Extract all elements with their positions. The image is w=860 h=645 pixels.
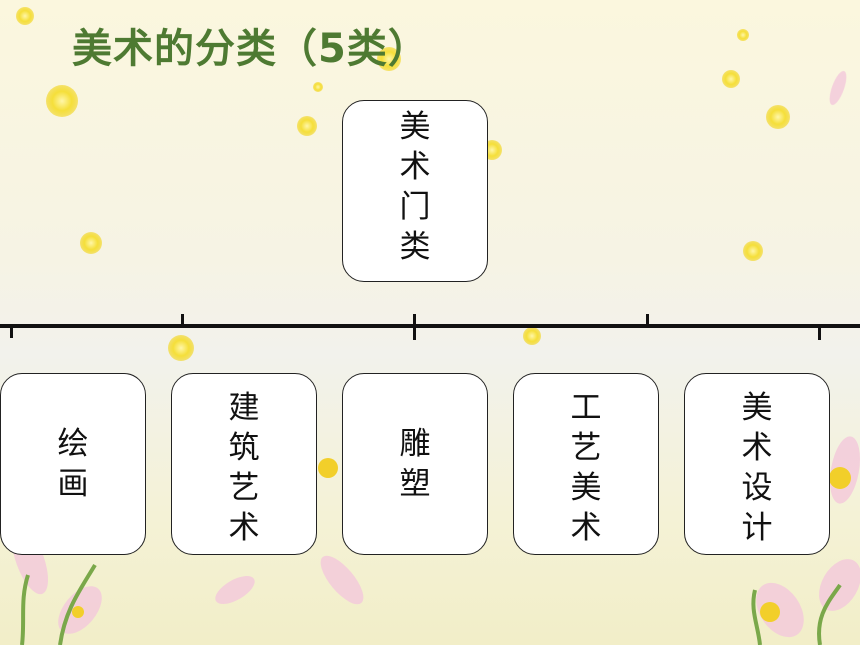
connector-tick — [818, 326, 821, 340]
connector-tick — [413, 326, 416, 340]
connector-tick — [10, 324, 13, 338]
root-node-label: 美术门类 — [399, 109, 431, 265]
category-box-crafts: 工艺美术 — [513, 373, 659, 555]
category-label: 雕塑 — [399, 426, 431, 502]
yellow-flower-icon — [16, 7, 790, 361]
category-box-sculpture: 雕塑 — [342, 373, 488, 555]
page-title: 美术的分类（5类） — [72, 26, 429, 72]
category-label: 美术设计 — [741, 390, 773, 546]
category-label: 绘画 — [57, 426, 89, 502]
category-label: 建筑艺术 — [228, 390, 260, 546]
category-label: 工艺美术 — [570, 390, 602, 546]
category-box-architecture: 建筑艺术 — [171, 373, 317, 555]
flower-center-icon — [72, 458, 851, 622]
connector-tick — [413, 314, 416, 328]
root-node-box: 美术门类 — [342, 100, 488, 282]
connector-tick — [181, 314, 184, 328]
category-box-design: 美术设计 — [684, 373, 830, 555]
category-box-painting: 绘画 — [0, 373, 146, 555]
connector-line — [0, 324, 860, 328]
flower-stem-icon — [20, 563, 842, 645]
connector-tick — [646, 314, 649, 328]
